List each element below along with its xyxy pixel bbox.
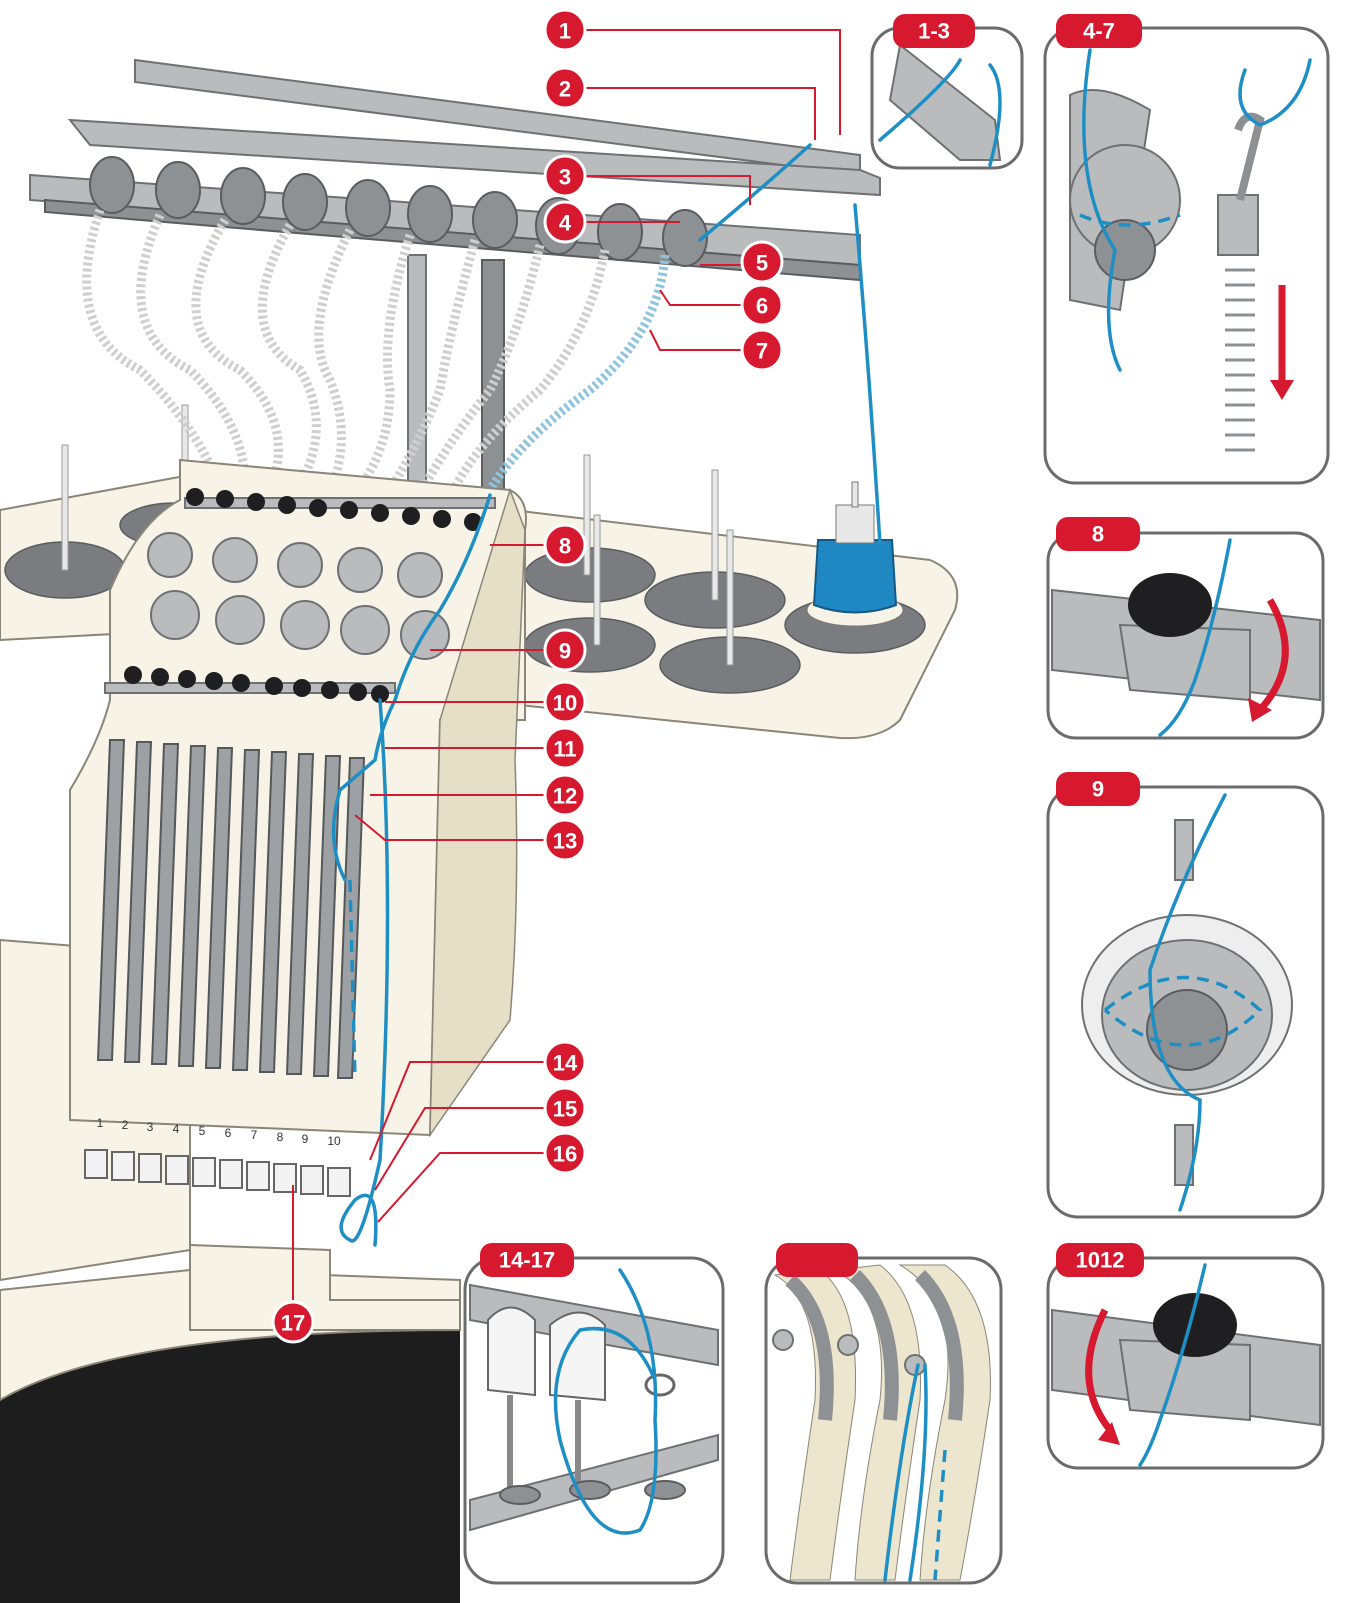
callout-11: 11 xyxy=(543,726,587,770)
callout-4: 4 xyxy=(543,200,587,244)
callout-10: 10 xyxy=(543,680,587,724)
inset-tab xyxy=(1056,772,1140,806)
needle-number: 2 xyxy=(122,1118,129,1132)
thread-cone xyxy=(806,481,904,627)
needle-number: 6 xyxy=(225,1126,232,1140)
coiled-thread-tubes xyxy=(82,208,610,490)
callout-17: 17 xyxy=(271,1300,315,1344)
inset-take-up-levers xyxy=(764,1243,1003,1585)
spool-pin xyxy=(711,469,719,601)
callout-label: 2 xyxy=(559,77,571,102)
spool-pin xyxy=(583,454,591,576)
callout-8: 8 xyxy=(543,523,587,567)
spool-pin xyxy=(726,529,734,666)
callout-label: 11 xyxy=(553,737,576,762)
inset-tab xyxy=(480,1243,574,1277)
inset-9: 9 xyxy=(1046,772,1325,1219)
callout-label: 4 xyxy=(559,211,572,236)
inset-1012: 1012 xyxy=(1046,1243,1325,1470)
coiled-thread-tube-active xyxy=(486,254,670,493)
inset-tab-label: 14-17 xyxy=(499,1248,555,1273)
spool-pin xyxy=(593,514,601,646)
callout-label: 12 xyxy=(553,784,577,809)
callout-label: 5 xyxy=(756,251,768,276)
needle-number: 3 xyxy=(147,1120,154,1134)
callout-14: 14 xyxy=(543,1040,587,1084)
needle-number: 4 xyxy=(173,1122,180,1136)
inset-tab-label: 8 xyxy=(1092,522,1104,547)
callout-label: 9 xyxy=(559,639,571,664)
callout-2: 2 xyxy=(543,66,587,110)
callout-5: 5 xyxy=(740,240,784,284)
inset-coil xyxy=(1225,268,1255,452)
spool-pin xyxy=(61,444,69,571)
callout-12: 12 xyxy=(543,773,587,817)
callout-label: 8 xyxy=(559,534,571,559)
callout-label: 17 xyxy=(281,1311,305,1336)
tension-dials xyxy=(147,532,450,660)
callout-6: 6 xyxy=(740,283,784,327)
needle-number-row: 1 2 3 4 5 6 7 8 9 10 xyxy=(97,1116,341,1148)
needle-number: 10 xyxy=(327,1134,341,1148)
inset-tab-label: 9 xyxy=(1092,777,1104,802)
thread-path xyxy=(331,143,882,1247)
callout-label: 16 xyxy=(553,1142,577,1167)
callout-label: 15 xyxy=(553,1097,577,1122)
rotate-arrow-icon xyxy=(1085,1308,1113,1433)
needle-number: 9 xyxy=(302,1132,309,1146)
inset-4-7: 4-7 xyxy=(1043,14,1330,485)
callout-16: 16 xyxy=(543,1131,587,1175)
inset-tab xyxy=(776,1243,858,1277)
callout-label: 10 xyxy=(553,691,577,716)
needle-number: 1 xyxy=(97,1116,104,1130)
needle-number: 7 xyxy=(251,1128,258,1142)
callout-3: 3 xyxy=(543,154,587,198)
needle-number: 8 xyxy=(277,1130,284,1144)
needle-number: 5 xyxy=(199,1124,206,1138)
rotate-arrow-icon xyxy=(1257,598,1289,713)
needle-plate xyxy=(189,1243,461,1331)
callout-1: 1 xyxy=(543,8,587,52)
inset-tab xyxy=(1056,14,1142,48)
callout-label: 14 xyxy=(553,1051,578,1076)
lower-thread-guide-knobs xyxy=(104,666,396,703)
inset-tab xyxy=(893,14,975,48)
callout-9: 9 xyxy=(543,628,587,672)
callout-13: 13 xyxy=(543,818,587,862)
inset-1-3: 1-3 xyxy=(870,14,1024,170)
inset-8: 8 xyxy=(1046,517,1325,740)
head-side xyxy=(429,487,526,1138)
callout-15: 15 xyxy=(543,1086,587,1130)
inset-tab xyxy=(1056,517,1140,551)
callout-label: 6 xyxy=(756,294,768,319)
machine-base xyxy=(0,1330,460,1603)
leader-lines xyxy=(292,29,841,1300)
inset-tab-label: 1012 xyxy=(1076,1248,1125,1273)
callout-7: 7 xyxy=(740,328,784,372)
callout-label: 1 xyxy=(559,19,571,44)
presser-feet xyxy=(84,1149,351,1197)
inset-tab xyxy=(1056,1243,1144,1277)
upper-thread-guide-knobs xyxy=(184,488,496,531)
inset-14-17: 14-17 xyxy=(463,1243,725,1585)
machine-illustration: 1 2 3 4 5 6 7 8 9 10 xyxy=(0,58,959,1603)
inset-tab-label: 4-7 xyxy=(1083,19,1115,44)
inset-tab-label: 1-3 xyxy=(918,19,950,44)
callout-label: 7 xyxy=(756,339,768,364)
callout-label: 13 xyxy=(553,829,577,854)
callout-label: 3 xyxy=(559,165,571,190)
